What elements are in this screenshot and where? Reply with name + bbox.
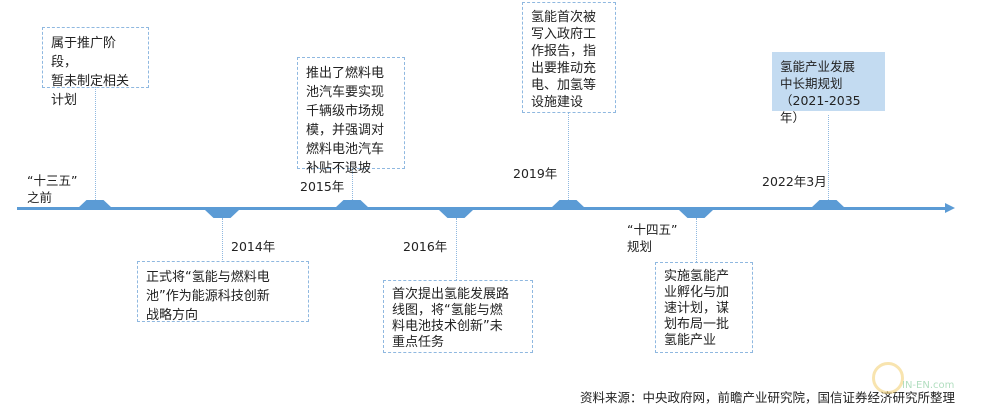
event-box: 属于推广阶段， 暂未制定相关 计划 [42,27,149,108]
timeline-axis [17,207,947,210]
timeline-marker [439,210,473,218]
connector-line [568,112,569,200]
event-label: 2022年3月 [762,174,827,189]
event-box-highlight: 氢能产业发展 中长期规划 （2021-2035年） [772,52,885,125]
connector-line [95,87,96,200]
event-box: 首次提出氢能发展路 线图，将“氢能与燃 料电池技术创新”未 重点任务 [383,280,533,353]
timeline-marker [78,200,112,208]
timeline-marker [551,200,585,208]
timeline-marker [335,200,369,208]
arrow-icon [945,203,955,213]
event-label: 2014年 [231,239,276,254]
watermark: IN-EN.com [902,380,955,391]
event-box: 推出了燃料电 池汽车要实现 千辆级市场规 模，并强调对 燃料电池汽车 补贴不退坡 [297,57,405,176]
event-box: 实施氢能产 业孵化与加 速计划，谋 划布局一批 氢能产业 [655,262,753,353]
event-label: 2016年 [403,239,448,254]
timeline-marker [205,210,239,218]
connector-line [828,115,829,200]
event-label: 2015年 [300,179,345,194]
connector-line [352,168,353,200]
event-label: “十三五” 之前 [27,173,78,205]
connector-line [456,218,457,280]
event-box: 正式将“氢能与燃料电 池”作为能源科技创新 战略方向 [137,261,309,323]
watermark-logo-icon [872,362,904,394]
event-label: “十四五” 规划 [627,222,678,254]
timeline-marker [811,200,845,208]
timeline-marker [679,210,713,218]
event-label: 2019年 [513,166,558,181]
event-box: 氢能首次被 写入政府工 作报告，指 出要推动充 电、加氢等 设施建设 [522,2,616,113]
connector-line [696,218,697,262]
source-note: 资料来源：中央政府网，前瞻产业研究院，国信证券经济研究所整理 [580,390,956,405]
connector-line [222,218,223,262]
